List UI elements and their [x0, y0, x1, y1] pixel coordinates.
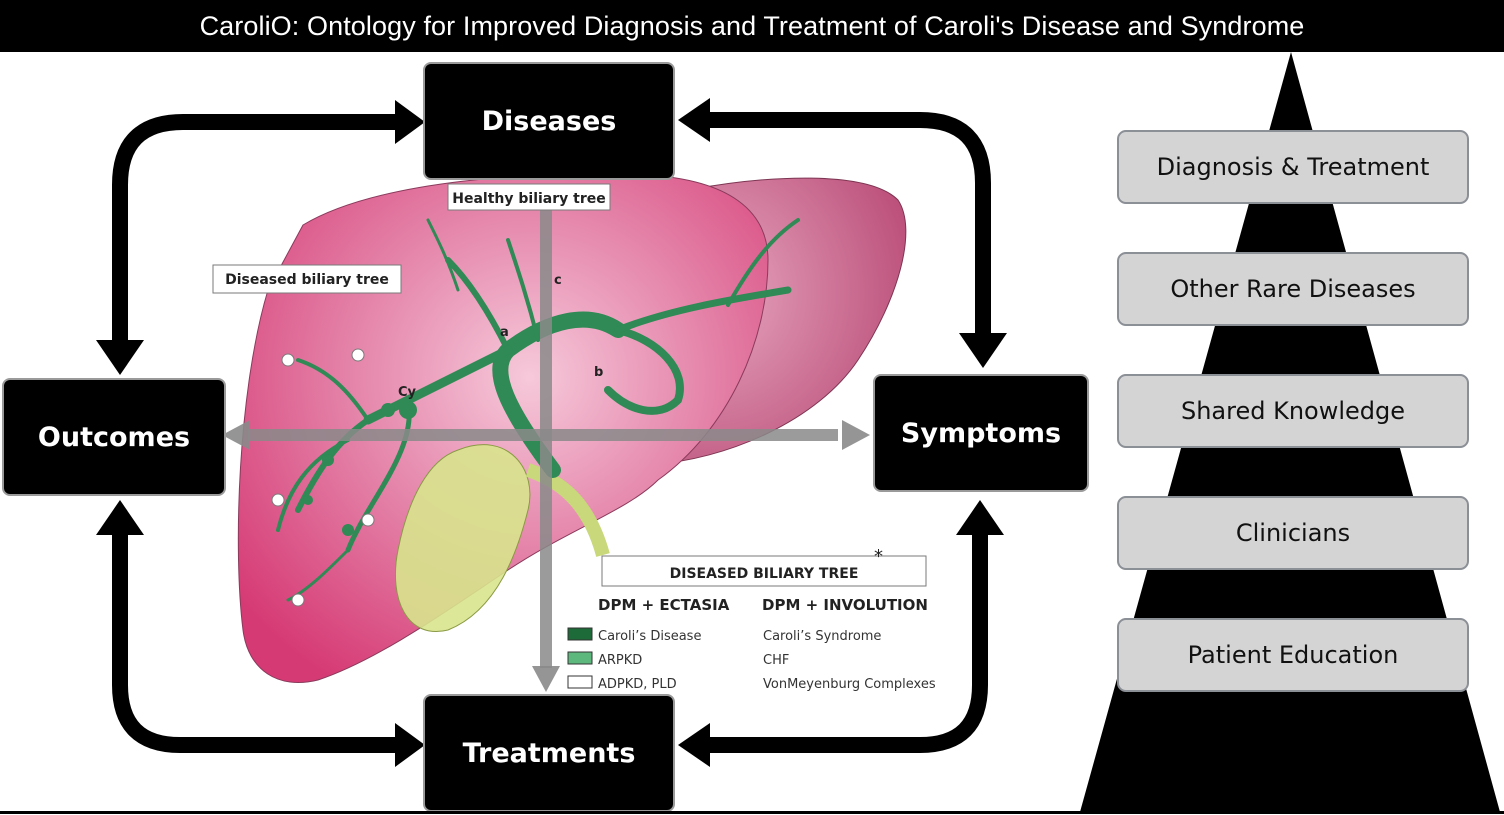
arrowhead-to-treatments-right: [678, 723, 710, 767]
letter-c: c: [554, 273, 562, 288]
diseases-node: Diseases: [423, 62, 675, 180]
arrowhead-to-diseases-left: [395, 100, 425, 144]
arrowhead-to-diseases-right: [678, 98, 710, 142]
arrow-diseases-symptoms: [708, 112, 991, 335]
legend-row2-left: ARPKD: [598, 653, 642, 668]
letter-b: b: [594, 365, 603, 380]
arrowhead-to-symptoms-top: [959, 333, 1007, 368]
legend-row1-left: Caroli’s Disease: [598, 629, 701, 644]
arrowhead-to-outcomes-bottom: [96, 500, 144, 535]
legend-title: DISEASED BILIARY TREE: [670, 566, 859, 582]
letter-cy: Cy: [398, 385, 417, 400]
healthy-biliary-label: Healthy biliary tree: [452, 191, 605, 207]
treatments-node: Treatments: [423, 694, 675, 812]
diseased-biliary-label: Diseased biliary tree: [225, 272, 389, 288]
pyramid-level-patient-education: Patient Education: [1117, 618, 1469, 692]
legend-swatch-white: [567, 675, 593, 689]
page-title: CaroliO: Ontology for Improved Diagnosis…: [0, 0, 1504, 52]
symptoms-node: Symptoms: [873, 374, 1089, 492]
arrow-symptoms-treatments: [708, 532, 988, 753]
pyramid-level-shared-knowledge: Shared Knowledge: [1117, 374, 1469, 448]
arrowhead-to-treatments-left: [395, 723, 425, 767]
legend-row2-right: CHF: [763, 653, 789, 668]
pyramid-level-clinicians: Clinicians: [1117, 496, 1469, 570]
legend-row3-right: VonMeyenburg Complexes: [763, 677, 936, 692]
arrowhead-to-outcomes-top: [96, 340, 144, 375]
legend-col1-header: DPM + ECTASIA: [598, 596, 730, 614]
arrow-outcomes-diseases: [112, 114, 395, 345]
liver-illustration: Healthy biliary tree Diseased biliary tr…: [208, 170, 954, 694]
legend-swatch-light-green: [567, 651, 593, 665]
cycle-arrows: [96, 98, 1007, 767]
legend-asterisk: *: [874, 546, 883, 567]
pyramid-level-other-rare-diseases: Other Rare Diseases: [1117, 252, 1469, 326]
legend-swatch-dark-green: [567, 627, 593, 641]
pyramid-level-diagnosis-treatment: Diagnosis & Treatment: [1117, 130, 1469, 204]
legend-row3-left: ADPKD, PLD: [598, 677, 677, 692]
arrow-outcomes-treatments: [112, 535, 395, 753]
bottom-divider: [0, 811, 1504, 814]
legend-col2-header: DPM + INVOLUTION: [762, 596, 928, 614]
arrowhead-to-symptoms-bottom: [956, 500, 1004, 535]
legend-row1-right: Caroli’s Syndrome: [763, 629, 881, 644]
letter-a: a: [500, 325, 509, 340]
outcomes-node: Outcomes: [2, 378, 226, 496]
